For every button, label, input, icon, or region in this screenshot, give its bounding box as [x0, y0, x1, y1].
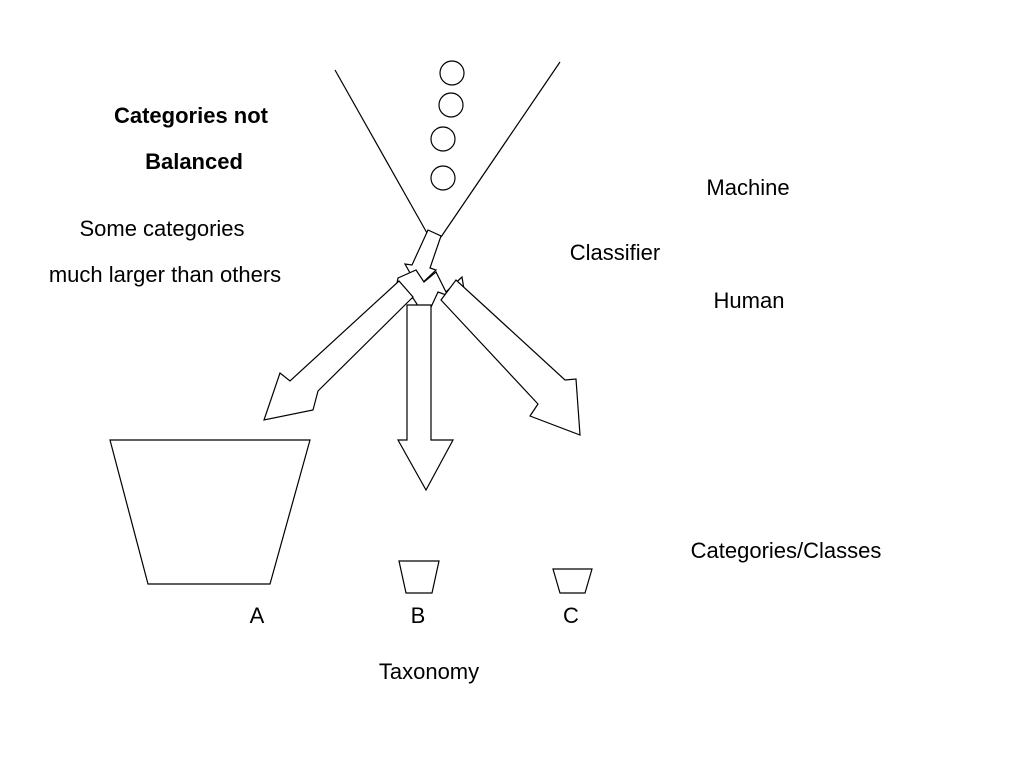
bucket-b [398, 560, 440, 594]
item-circle-1 [439, 60, 465, 86]
arrow-to-c [440, 279, 581, 436]
categories-label: Categories/Classes [690, 538, 882, 563]
funnel-left-edge [334, 69, 428, 234]
item-circle-2 [438, 92, 464, 118]
funnel-right-edge [440, 61, 561, 238]
bucket-c [552, 568, 593, 594]
item-circle-4 [430, 165, 456, 191]
bucket-a [109, 439, 311, 585]
classifier-label: Classifier [569, 240, 661, 265]
taxonomy-label: Taxonomy [378, 659, 480, 684]
human-label: Human [713, 288, 785, 313]
item-circle-3 [430, 126, 456, 152]
machine-label: Machine [706, 175, 790, 200]
bucket-b-label: B [410, 603, 426, 628]
arrow-to-a [263, 280, 414, 421]
bucket-c-label: C [563, 603, 579, 628]
bucket-a-label: A [249, 603, 265, 628]
arrow-to-b [396, 304, 455, 492]
note-line-1: Some categories [79, 216, 245, 241]
note-line-2: much larger than others [48, 262, 282, 287]
heading-line-1: Categories not [113, 103, 269, 128]
heading-line-2: Balanced [145, 149, 243, 174]
